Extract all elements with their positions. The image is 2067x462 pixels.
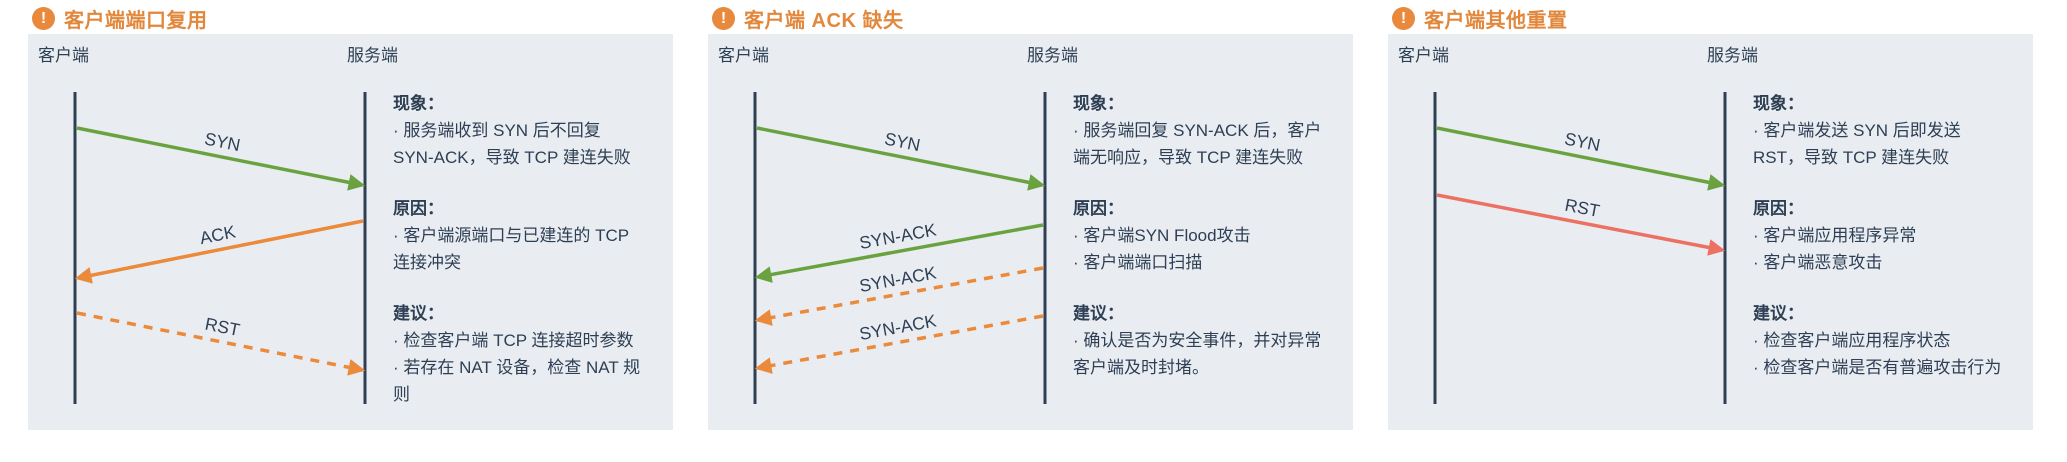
message-arrow xyxy=(756,126,1046,191)
panel-card: 客户端 服务端 SYN RST 现象： · 客户端发送 SYN 后即发送 RST，导致… xyxy=(1388,34,2033,430)
message-label: RST xyxy=(1563,195,1601,221)
note-line: · 客户端SYN Flood攻击 xyxy=(1073,226,1251,245)
message-arrow xyxy=(754,314,1044,374)
note-line: · 客户端应用程序异常 xyxy=(1753,226,1917,245)
panel-title: 客户端 ACK 缺失 xyxy=(744,10,904,32)
client-endpoint-label: 客户端 xyxy=(38,46,89,65)
panel-title-row: ! 客户端其他重置 xyxy=(1392,5,1568,32)
note-heading: 原因： xyxy=(393,199,444,218)
message-arrow xyxy=(754,223,1044,283)
message-label: RST xyxy=(203,314,242,341)
note-line: · 确认是否为安全事件，并对异常 xyxy=(1073,331,1322,350)
panel-group: ! 客户端端口复用 客户端 服务端 SYN ACK RST 现象： · 服务端收到 S… xyxy=(28,0,673,462)
message-label: SYN xyxy=(1563,128,1602,155)
panel-title-row: ! 客户端端口复用 xyxy=(32,5,208,32)
note-line: 端无响应，导致 TCP 建连失败 xyxy=(1073,148,1304,167)
note-heading: 原因： xyxy=(1753,199,1804,218)
note-line: · 检查客户端 TCP 连接超时参数 xyxy=(393,331,634,350)
note-section: 现象： · 服务端收到 SYN 后不回复 SYN-ACK，导致 TCP 建连失败 xyxy=(393,90,665,171)
note-line: SYN-ACK，导致 TCP 建连失败 xyxy=(393,148,631,167)
note-line: RST，导致 TCP 建连失败 xyxy=(1753,148,1950,167)
alert-icon: ! xyxy=(1392,7,1415,30)
notes: 现象：· 服务端回复 SYN-ACK 后，客户端无响应，导致 TCP 建连失败原… xyxy=(1073,90,1345,381)
note-heading: 建议： xyxy=(1073,304,1124,323)
note-line: 连接冲突 xyxy=(393,253,461,272)
note-line: 客户端及时封堵。 xyxy=(1073,358,1209,377)
client-endpoint-label: 客户端 xyxy=(718,46,769,65)
note-section: 建议： · 确认是否为安全事件，并对异常客户端及时封堵。 xyxy=(1073,300,1345,381)
alert-icon: ! xyxy=(712,7,735,30)
note-section: 建议： · 检查客户端 TCP 连接超时参数 · 若存在 NAT 设备，检查 NAT… xyxy=(393,300,665,408)
note-heading: 现象： xyxy=(1073,94,1124,113)
note-section: 建议： · 检查客户端应用程序状态 · 检查客户端是否有普遍攻击行为 xyxy=(1753,300,2025,381)
note-heading: 建议： xyxy=(1753,304,1804,323)
note-section: 现象： · 客户端发送 SYN 后即发送 RST，导致 TCP 建连失败 xyxy=(1753,90,2025,171)
sequence-diagram: SYN RST xyxy=(1433,92,1727,404)
sequence-diagram: SYN ACK RST xyxy=(73,92,367,404)
message-arrow xyxy=(754,266,1044,326)
panel-title: 客户端其他重置 xyxy=(1424,10,1568,32)
note-heading: 建议： xyxy=(393,304,444,323)
panel-card: 客户端 服务端 SYN ACK RST 现象： · 服务端收到 SYN 后不回复 SYN… xyxy=(28,34,673,430)
note-line: · 服务端回复 SYN-ACK 后，客户 xyxy=(1073,121,1322,140)
message-arrow xyxy=(1436,193,1726,256)
note-line: · 服务端收到 SYN 后不回复 xyxy=(393,121,601,140)
note-line: 则 xyxy=(393,385,410,404)
note-line: · 客户端发送 SYN 后即发送 xyxy=(1753,121,1961,140)
panel-group: ! 客户端其他重置 客户端 服务端 SYN RST 现象： · 客户端发送 SYN … xyxy=(1388,0,2033,462)
message-label: SYN xyxy=(883,128,922,155)
note-line: · 若存在 NAT 设备，检查 NAT 规 xyxy=(393,358,641,377)
server-endpoint-label: 服务端 xyxy=(347,46,398,65)
server-endpoint-label: 服务端 xyxy=(1707,46,1758,65)
note-line: · 检查客户端是否有普遍攻击行为 xyxy=(1753,358,2002,377)
message-label: ACK xyxy=(198,221,238,248)
note-section: 原因： · 客户端应用程序异常 · 客户端恶意攻击 xyxy=(1753,195,2025,276)
message-label: SYN xyxy=(203,128,242,155)
client-endpoint-label: 客户端 xyxy=(1398,46,1449,65)
panel-title: 客户端端口复用 xyxy=(64,10,208,32)
notes: 现象： · 客户端发送 SYN 后即发送 RST，导致 TCP 建连失败原因： · 客… xyxy=(1753,90,2025,381)
message-arrow xyxy=(76,311,366,376)
note-line: · 检查客户端应用程序状态 xyxy=(1753,331,1951,350)
message-arrow xyxy=(74,219,364,284)
note-section: 现象： · 服务端回复 SYN-ACK 后，客户端无响应，导致 TCP 建连失败 xyxy=(1073,90,1345,171)
alert-icon: ! xyxy=(32,7,55,30)
note-heading: 现象： xyxy=(1753,94,1804,113)
panel-title-row: ! 客户端 ACK 缺失 xyxy=(712,5,903,32)
note-section: 原因： · 客户端SYN Flood攻击 · 客户端端口扫描 xyxy=(1073,195,1345,276)
message-arrow xyxy=(1436,126,1726,191)
message-arrow xyxy=(76,126,366,191)
note-heading: 原因： xyxy=(1073,199,1124,218)
note-section: 原因： · 客户端源端口与已建连的 TCP 连接冲突 xyxy=(393,195,665,276)
note-line: · 客户端源端口与已建连的 TCP xyxy=(393,226,630,245)
server-endpoint-label: 服务端 xyxy=(1027,46,1078,65)
note-line: · 客户端恶意攻击 xyxy=(1753,253,1883,272)
note-heading: 现象： xyxy=(393,94,444,113)
note-line: · 客户端端口扫描 xyxy=(1073,253,1203,272)
